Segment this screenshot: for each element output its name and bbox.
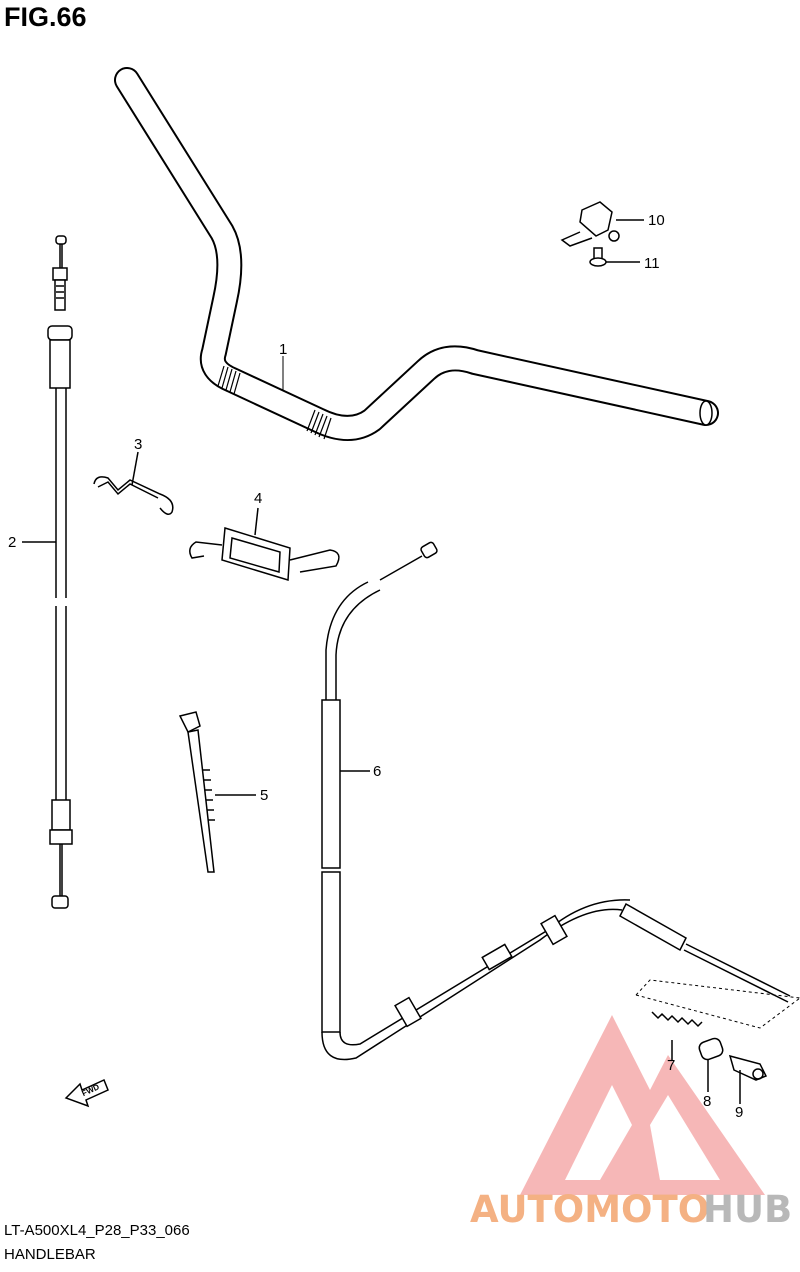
figure-title: FIG.66: [4, 2, 87, 32]
part-9-adjuster: [728, 1054, 768, 1104]
part-1-handlebar: [114, 67, 719, 441]
part-6-cable: [321, 541, 791, 1061]
part-5-cable-tie: [178, 711, 256, 873]
watermark-text-part1: AUTOMOTO: [470, 1188, 709, 1231]
figure-name: HANDLEBAR: [4, 1246, 96, 1263]
part-10-holder: [560, 201, 644, 247]
detail-box: [635, 979, 800, 1029]
callout-1: 1: [279, 341, 287, 358]
watermark-text-part2: HUB: [703, 1188, 792, 1231]
part-2-cable: [22, 235, 73, 909]
callout-3: 3: [134, 436, 142, 453]
part-11-bolt: [589, 247, 640, 267]
callout-2: 2: [8, 534, 16, 551]
fwd-arrow-icon: FWD: [64, 1078, 109, 1108]
callout-11: 11: [644, 255, 660, 272]
part-8-sleeve: [698, 1037, 724, 1092]
callout-6: 6: [373, 763, 381, 780]
callout-4: 4: [254, 490, 262, 507]
part-3-clip: [93, 451, 174, 515]
watermark-text: AUTOMOTO HUB: [470, 1188, 792, 1231]
callout-8: 8: [703, 1093, 711, 1110]
callout-7: 7: [667, 1057, 675, 1074]
callout-5: 5: [260, 787, 268, 804]
part-7-spring: [651, 1011, 703, 1060]
watermark-logo: [520, 1015, 765, 1195]
figure-code: LT-A500XL4_P28_P33_066: [4, 1222, 190, 1239]
callout-10: 10: [648, 212, 665, 229]
part-4-bracket: [189, 507, 340, 581]
callout-9: 9: [735, 1104, 743, 1121]
